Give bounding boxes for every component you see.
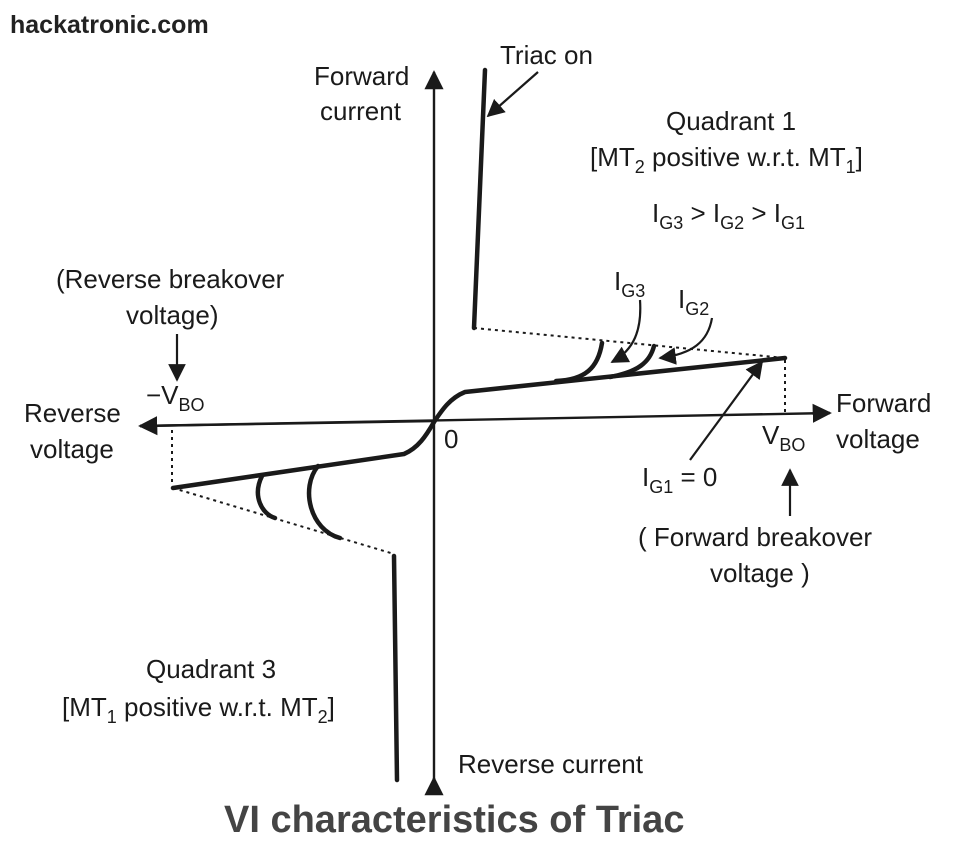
reverse-breakover-label-1: (Reverse breakover: [56, 264, 285, 294]
ig2-pointer-arrow: [658, 317, 714, 365]
quadrant3-description: [MT1 positive w.r.t. MT2]: [62, 692, 335, 727]
triac-on-arrow: [486, 71, 539, 118]
neg-vbo-label: −VBO: [146, 380, 205, 415]
reverse-voltage-label-1: Reverse: [24, 398, 121, 428]
quadrant1-off-state-curve: [431, 355, 788, 425]
q3-gate-curve-1: [255, 473, 278, 521]
vbo-label: VBO: [762, 420, 805, 455]
forward-voltage-label-2: voltage: [836, 424, 920, 454]
origin-label: 0: [444, 424, 458, 454]
forward-breakover-label-1: ( Forward breakover: [638, 522, 872, 552]
ig1-pointer-arrow: [689, 360, 764, 461]
forward-current-label-1: Forward: [314, 61, 409, 91]
quadrant1-description: [MT2 positive w.r.t. MT1]: [590, 142, 863, 177]
quadrant1-dotted-envelope: [473, 327, 786, 359]
forward-voltage-label-1: Forward: [836, 388, 931, 418]
ig3-label: IG3: [614, 266, 645, 301]
voltage-axis-left-arrow: [138, 416, 435, 436]
quadrant1-on-state-line: [471, 67, 488, 331]
quadrant3-on-state-line: [391, 553, 400, 783]
reverse-breakover-label-2: voltage): [126, 300, 219, 330]
ig2-label: IG2: [678, 284, 709, 319]
site-name: hackatronic.com: [10, 11, 209, 39]
reverse-current-label: Reverse current: [458, 749, 644, 779]
ig3-pointer-arrow: [610, 299, 642, 363]
quadrant3-title: Quadrant 3: [146, 654, 276, 684]
ig3-curve: [553, 340, 605, 384]
reverse-voltage-label-2: voltage: [30, 434, 114, 464]
quadrant3-off-state-curve: [170, 419, 437, 491]
quadrant3-dotted-envelope: [172, 487, 395, 555]
q3-gate-curve-2: [306, 463, 343, 541]
forward-current-label-2: current: [320, 96, 402, 126]
quadrant1-title: Quadrant 1: [666, 106, 796, 136]
gate-current-relation: IG3 > IG2 > IG1: [652, 198, 805, 233]
figure-caption: VI characteristics of Triac: [224, 799, 684, 841]
triac-on-label: Triac on: [500, 40, 593, 70]
ig1-label: IG1 = 0: [642, 462, 717, 497]
forward-breakover-label-2: voltage ): [710, 558, 810, 588]
ig2-curve: [607, 343, 657, 380]
